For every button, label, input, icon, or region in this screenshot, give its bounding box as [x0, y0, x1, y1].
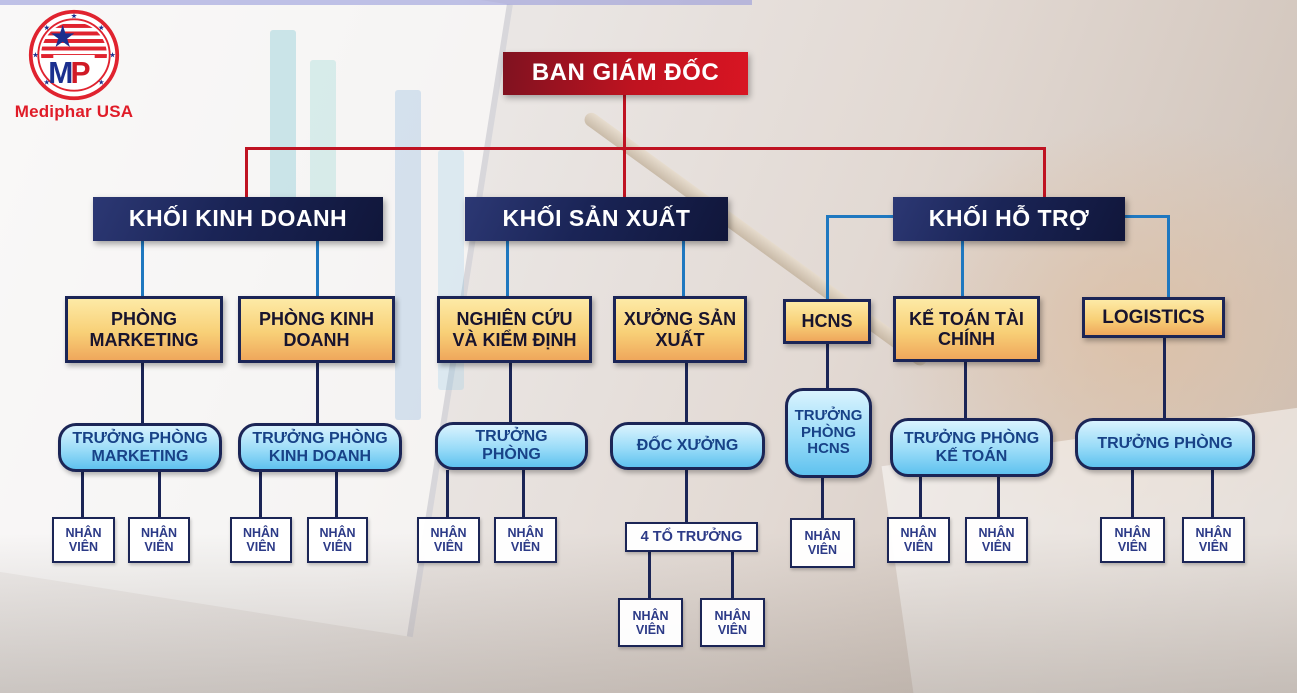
node-nhan-vien: NHÂN VIÊN: [1182, 517, 1245, 563]
connector-line: [1131, 470, 1134, 517]
connector-line: [1167, 215, 1170, 298]
node-nhan-vien: NHÂN VIÊN: [700, 598, 765, 647]
connector-line: [826, 215, 893, 218]
connector-line: [731, 552, 734, 598]
node-nhan-vien: NHÂN VIÊN: [52, 517, 115, 563]
connector-line: [961, 241, 964, 297]
connector-line: [826, 215, 829, 300]
node-truong-phong-hcns: TRƯỞNG PHÒNG HCNS: [785, 388, 872, 478]
node-phong-kinh-doanh: PHÒNG KINH DOANH: [238, 296, 395, 363]
connector-line: [316, 363, 319, 423]
connector-line: [919, 477, 922, 517]
node-truong-phong-kinh-doanh: TRƯỞNG PHÒNG KINH DOANH: [238, 423, 402, 472]
connector-line: [997, 477, 1000, 517]
node-nghien-cuu-kiem-dinh: NGHIÊN CỨU VÀ KIỂM ĐỊNH: [437, 296, 592, 363]
monogram-letter-p: P: [71, 57, 91, 90]
node-nhan-vien: NHÂN VIÊN: [417, 517, 480, 563]
background-chart-bar: [310, 60, 336, 210]
connector-line: [81, 472, 84, 517]
connector-line: [648, 552, 651, 598]
connector-line: [1163, 338, 1166, 418]
connector-line: [682, 241, 685, 297]
node-truong-phong-logistics: TRƯỞNG PHÒNG: [1075, 418, 1255, 470]
node-nhan-vien: NHÂN VIÊN: [1100, 517, 1165, 563]
connector-line: [259, 472, 262, 517]
node-to-truong: 4 TỔ TRƯỞNG: [625, 522, 758, 552]
connector-line: [509, 363, 512, 422]
node-khoi-ho-tro: KHỐI HỖ TRỢ: [893, 197, 1125, 241]
node-nhan-vien: NHÂN VIÊN: [494, 517, 557, 563]
connector-line: [1211, 470, 1214, 517]
connector-line: [522, 470, 525, 517]
node-nhan-vien: NHÂN VIÊN: [618, 598, 683, 647]
node-phong-marketing: PHÒNG MARKETING: [65, 296, 223, 363]
node-nhan-vien: NHÂN VIÊN: [307, 517, 368, 563]
node-doc-xuong: ĐỐC XƯỞNG: [610, 422, 765, 470]
background-chart-bar: [395, 90, 421, 420]
node-xuong-san-xuat: XƯỞNG SẢN XUẤT: [613, 296, 747, 363]
connector-line: [446, 470, 449, 517]
node-nhan-vien: NHÂN VIÊN: [230, 517, 292, 563]
node-nhan-vien: NHÂN VIÊN: [128, 517, 190, 563]
brand-name: Mediphar USA: [14, 102, 134, 121]
node-nhan-vien: NHÂN VIÊN: [965, 517, 1028, 563]
connector-line: [506, 241, 509, 297]
monogram-letter-m: M: [48, 57, 73, 90]
connector-line: [316, 241, 319, 297]
node-truong-phong-nghien-cuu: TRƯỞNG PHÒNG: [435, 422, 588, 470]
connector-line: [1125, 215, 1170, 218]
connector-line: [1043, 147, 1046, 197]
mediphar-logo-icon: M P: [28, 9, 120, 101]
connector-line: [685, 470, 688, 522]
connector-line: [141, 363, 144, 423]
connector-line: [821, 478, 824, 518]
node-logistics: LOGISTICS: [1082, 297, 1225, 338]
connector-line: [623, 95, 626, 197]
connector-line: [245, 147, 1046, 150]
connector-line: [245, 147, 248, 197]
node-khoi-san-xuat: KHỐI SẢN XUẤT: [465, 197, 728, 241]
connector-line: [335, 472, 338, 517]
node-truong-phong-ke-toan: TRƯỞNG PHÒNG KẾ TOÁN: [890, 418, 1053, 477]
node-khoi-kinh-doanh: KHỐI KINH DOANH: [93, 197, 383, 241]
background-monitor-edge: [0, 0, 753, 5]
connector-line: [826, 344, 829, 388]
node-nhan-vien: NHÂN VIÊN: [887, 517, 950, 563]
connector-line: [141, 241, 144, 297]
node-ke-toan-tai-chinh: KẾ TOÁN TÀI CHÍNH: [893, 296, 1040, 362]
node-hcns: HCNS: [783, 299, 871, 344]
connector-line: [685, 363, 688, 422]
node-ban-giam-doc: BAN GIÁM ĐỐC: [503, 52, 748, 95]
connector-line: [964, 362, 967, 418]
connector-line: [158, 472, 161, 517]
company-logo: M P Mediphar USA: [14, 8, 134, 122]
node-truong-phong-marketing: TRƯỞNG PHÒNG MARKETING: [58, 423, 222, 472]
node-nhan-vien: NHÂN VIÊN: [790, 518, 855, 568]
